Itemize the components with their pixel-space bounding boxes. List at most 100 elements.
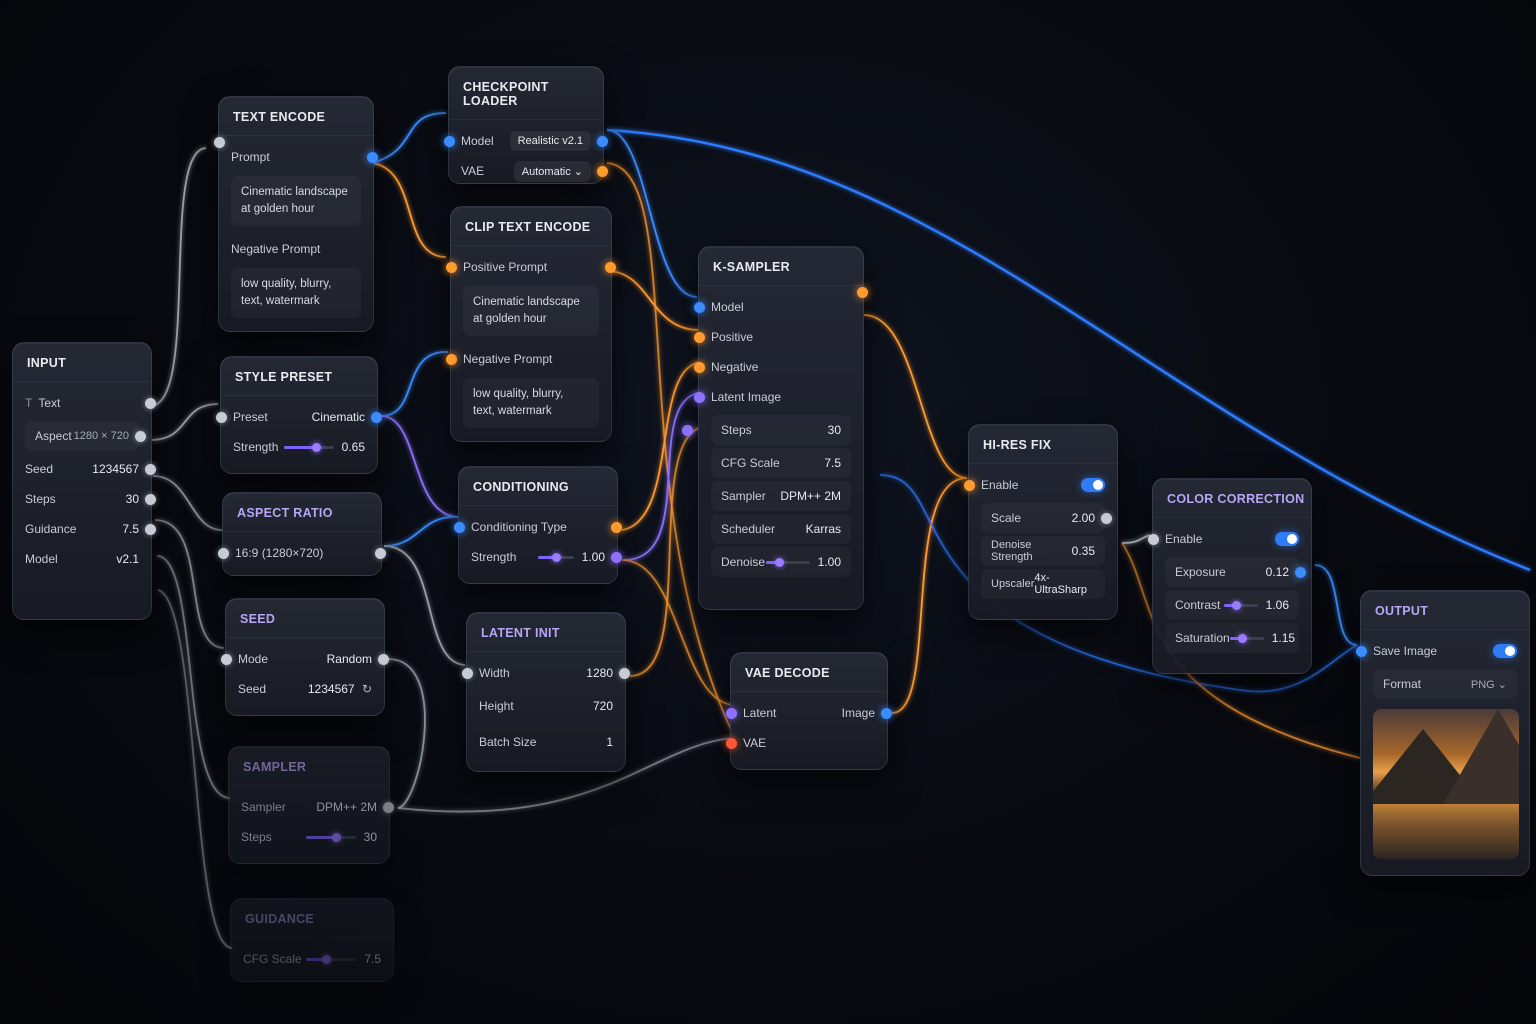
latent-batch-row[interactable]: Batch Size 1 xyxy=(479,724,613,760)
input-aspect-port[interactable] xyxy=(135,431,146,442)
text-encode-prompt-port[interactable] xyxy=(367,152,378,163)
guidance-node[interactable]: GUIDANCE CFG Scale 7.5 xyxy=(230,898,394,982)
seed-in-port[interactable] xyxy=(221,654,232,665)
latent-height-value[interactable]: 720 xyxy=(592,699,613,713)
seed-mode-value[interactable]: Random xyxy=(326,652,372,666)
hires-denoise-value[interactable]: 0.35 xyxy=(1071,544,1095,558)
style-preset-row[interactable]: Preset Cinematic xyxy=(216,402,382,432)
color-enable-row[interactable]: Enable xyxy=(1148,524,1299,554)
style-preset-value[interactable]: Cinematic xyxy=(311,410,365,424)
conditioning-strength-port[interactable] xyxy=(611,552,622,563)
text-encode-neg-field[interactable]: low quality, blurry, text, watermark xyxy=(231,268,361,318)
seed-node[interactable]: SEED Mode Random Seed 1234567 ↻ xyxy=(221,598,389,716)
ks-denoise-thumb[interactable] xyxy=(774,557,784,567)
style-strength-slider[interactable]: 0.65 xyxy=(283,440,365,454)
output-format-select[interactable]: PNG ⌄ xyxy=(1471,678,1507,691)
hires-denoise-row[interactable]: Denoise Strength 0.35 xyxy=(981,536,1105,566)
ks-positive-port[interactable] xyxy=(694,332,705,343)
refresh-icon[interactable]: ↻ xyxy=(361,682,372,696)
conditioning-type-row[interactable]: Conditioning Type xyxy=(454,512,622,542)
latent-batch-value[interactable]: 1 xyxy=(606,735,613,749)
hi-res-fix-node[interactable]: HI-RES FIX Enable Scale 2.00 Denoise Str… xyxy=(964,424,1118,620)
latent-width-row[interactable]: Width 1280 xyxy=(462,658,630,688)
vae-decode-node[interactable]: VAE DECODE Latent Image VAE xyxy=(726,652,892,770)
latent-init-node[interactable]: LATENT INIT Width 1280 Height 720 Batch … xyxy=(462,612,630,772)
style-strength-row[interactable]: Strength 0.65 xyxy=(233,432,365,462)
output-in-port[interactable] xyxy=(1356,646,1367,657)
ks-latent-row[interactable]: Latent Image xyxy=(694,382,851,412)
checkpoint-model-select[interactable]: Realistic v2.1 xyxy=(509,131,591,151)
style-preset-out-port[interactable] xyxy=(371,412,382,423)
ks-denoise-slider[interactable]: 1.00 xyxy=(765,555,841,569)
sampler-sampler-row[interactable]: Sampler DPM++ 2M xyxy=(241,792,394,822)
ks-negative-port[interactable] xyxy=(694,362,705,373)
clip-neg-in-port[interactable] xyxy=(446,354,457,365)
guidance-cfg-thumb[interactable] xyxy=(322,954,332,964)
aspect-ratio-in-port[interactable] xyxy=(218,548,229,559)
conditioning-strength-track[interactable] xyxy=(537,552,574,562)
input-guidance-port[interactable] xyxy=(145,524,156,535)
sampler-steps-track[interactable] xyxy=(305,832,356,842)
ks-scheduler-value[interactable]: Karras xyxy=(805,522,841,536)
sampler-steps-slider[interactable]: 30 xyxy=(305,830,377,844)
ks-steps-port[interactable] xyxy=(682,425,693,436)
color-in-port[interactable] xyxy=(1148,534,1159,545)
vae-latent-row[interactable]: Latent Image xyxy=(726,698,892,728)
text-encode-node[interactable]: TEXT ENCODE Prompt Cinematic landscape a… xyxy=(214,96,378,332)
guidance-cfg-track[interactable] xyxy=(306,954,357,964)
checkpoint-vae-port[interactable] xyxy=(597,166,608,177)
color-contrast-slider[interactable]: 1.06 xyxy=(1223,598,1289,612)
text-encode-input-port[interactable] xyxy=(214,137,225,148)
input-steps-row[interactable]: Steps 30 xyxy=(25,484,156,514)
ks-cfg-value[interactable]: 7.5 xyxy=(824,456,841,470)
color-enable-toggle[interactable] xyxy=(1275,532,1299,546)
seed-out-port[interactable] xyxy=(378,654,389,665)
aspect-ratio-value[interactable]: 16:9 (1280×720) xyxy=(235,546,324,560)
checkpoint-model-row[interactable]: Model Realistic v2.1 xyxy=(444,126,608,156)
hires-upscaler-row[interactable]: Upscaler 4x-UltraSharp xyxy=(981,569,1105,599)
conditioning-out-port[interactable] xyxy=(611,522,622,533)
guidance-cfg-row[interactable]: CFG Scale 7.5 xyxy=(243,944,381,974)
ks-sampler-row[interactable]: Sampler DPM++ 2M xyxy=(711,481,851,511)
color-contrast-thumb[interactable] xyxy=(1231,600,1241,610)
ks-cfg-row[interactable]: CFG Scale 7.5 xyxy=(711,448,851,478)
sampler-sampler-value[interactable]: DPM++ 2M xyxy=(316,800,377,814)
color-exposure-value[interactable]: 0.12 xyxy=(1265,565,1289,579)
hires-enable-row[interactable]: Enable xyxy=(964,470,1105,500)
conditioning-strength-row[interactable]: Strength 1.00 xyxy=(471,542,622,572)
guidance-cfg-slider[interactable]: 7.5 xyxy=(306,952,381,966)
sampler-steps-thumb[interactable] xyxy=(331,832,341,842)
latent-width-value[interactable]: 1280 xyxy=(586,666,613,680)
output-save-row[interactable]: Save Image xyxy=(1356,636,1517,666)
style-preset-in-port[interactable] xyxy=(216,412,227,423)
output-save-toggle[interactable] xyxy=(1493,644,1517,658)
vae-latent-port[interactable] xyxy=(726,708,737,719)
ks-sampler-value[interactable]: DPM++ 2M xyxy=(780,489,841,503)
clip-pos-in-port[interactable] xyxy=(446,262,457,273)
checkpoint-model-port[interactable] xyxy=(597,136,608,147)
vae-image-port[interactable] xyxy=(881,708,892,719)
style-preset-node[interactable]: STYLE PRESET Preset Cinematic Strength 0… xyxy=(216,356,382,474)
input-aspect-row[interactable]: Aspect 1280 × 720 xyxy=(25,421,146,451)
aspect-ratio-out-port[interactable] xyxy=(375,548,386,559)
ks-out-port[interactable] xyxy=(857,287,868,298)
color-contrast-track[interactable] xyxy=(1223,600,1258,610)
clip-neg-row[interactable]: Negative Prompt xyxy=(446,344,599,374)
checkpoint-vae-row[interactable]: VAE Automatic ⌄ xyxy=(461,156,608,186)
color-exposure-row[interactable]: Exposure 0.12 xyxy=(1165,557,1306,587)
latent-in-port[interactable] xyxy=(462,668,473,679)
input-seed-row[interactable]: Seed 1234567 xyxy=(25,454,156,484)
input-guidance-row[interactable]: Guidance 7.5 xyxy=(25,514,156,544)
ks-latent-port[interactable] xyxy=(694,392,705,403)
ks-model-port[interactable] xyxy=(694,302,705,313)
vae-vae-row[interactable]: VAE xyxy=(726,728,875,758)
color-contrast-row[interactable]: Contrast 1.06 xyxy=(1165,590,1299,620)
ks-steps-row[interactable]: Steps 30 xyxy=(682,415,851,445)
checkpoint-loader-node[interactable]: CHECKPOINT LOADER Model Realistic v2.1 V… xyxy=(444,66,608,186)
output-preview-image[interactable] xyxy=(1373,709,1519,859)
ks-denoise-track[interactable] xyxy=(765,557,810,567)
output-format-row[interactable]: Format PNG ⌄ xyxy=(1373,669,1517,699)
sampler-out-port[interactable] xyxy=(383,802,394,813)
k-sampler-node[interactable]: K-SAMPLER Model Positive Negative Latent… xyxy=(682,246,868,610)
clip-text-encode-node[interactable]: CLIP TEXT ENCODE Positive Prompt Cinemat… xyxy=(446,206,616,442)
